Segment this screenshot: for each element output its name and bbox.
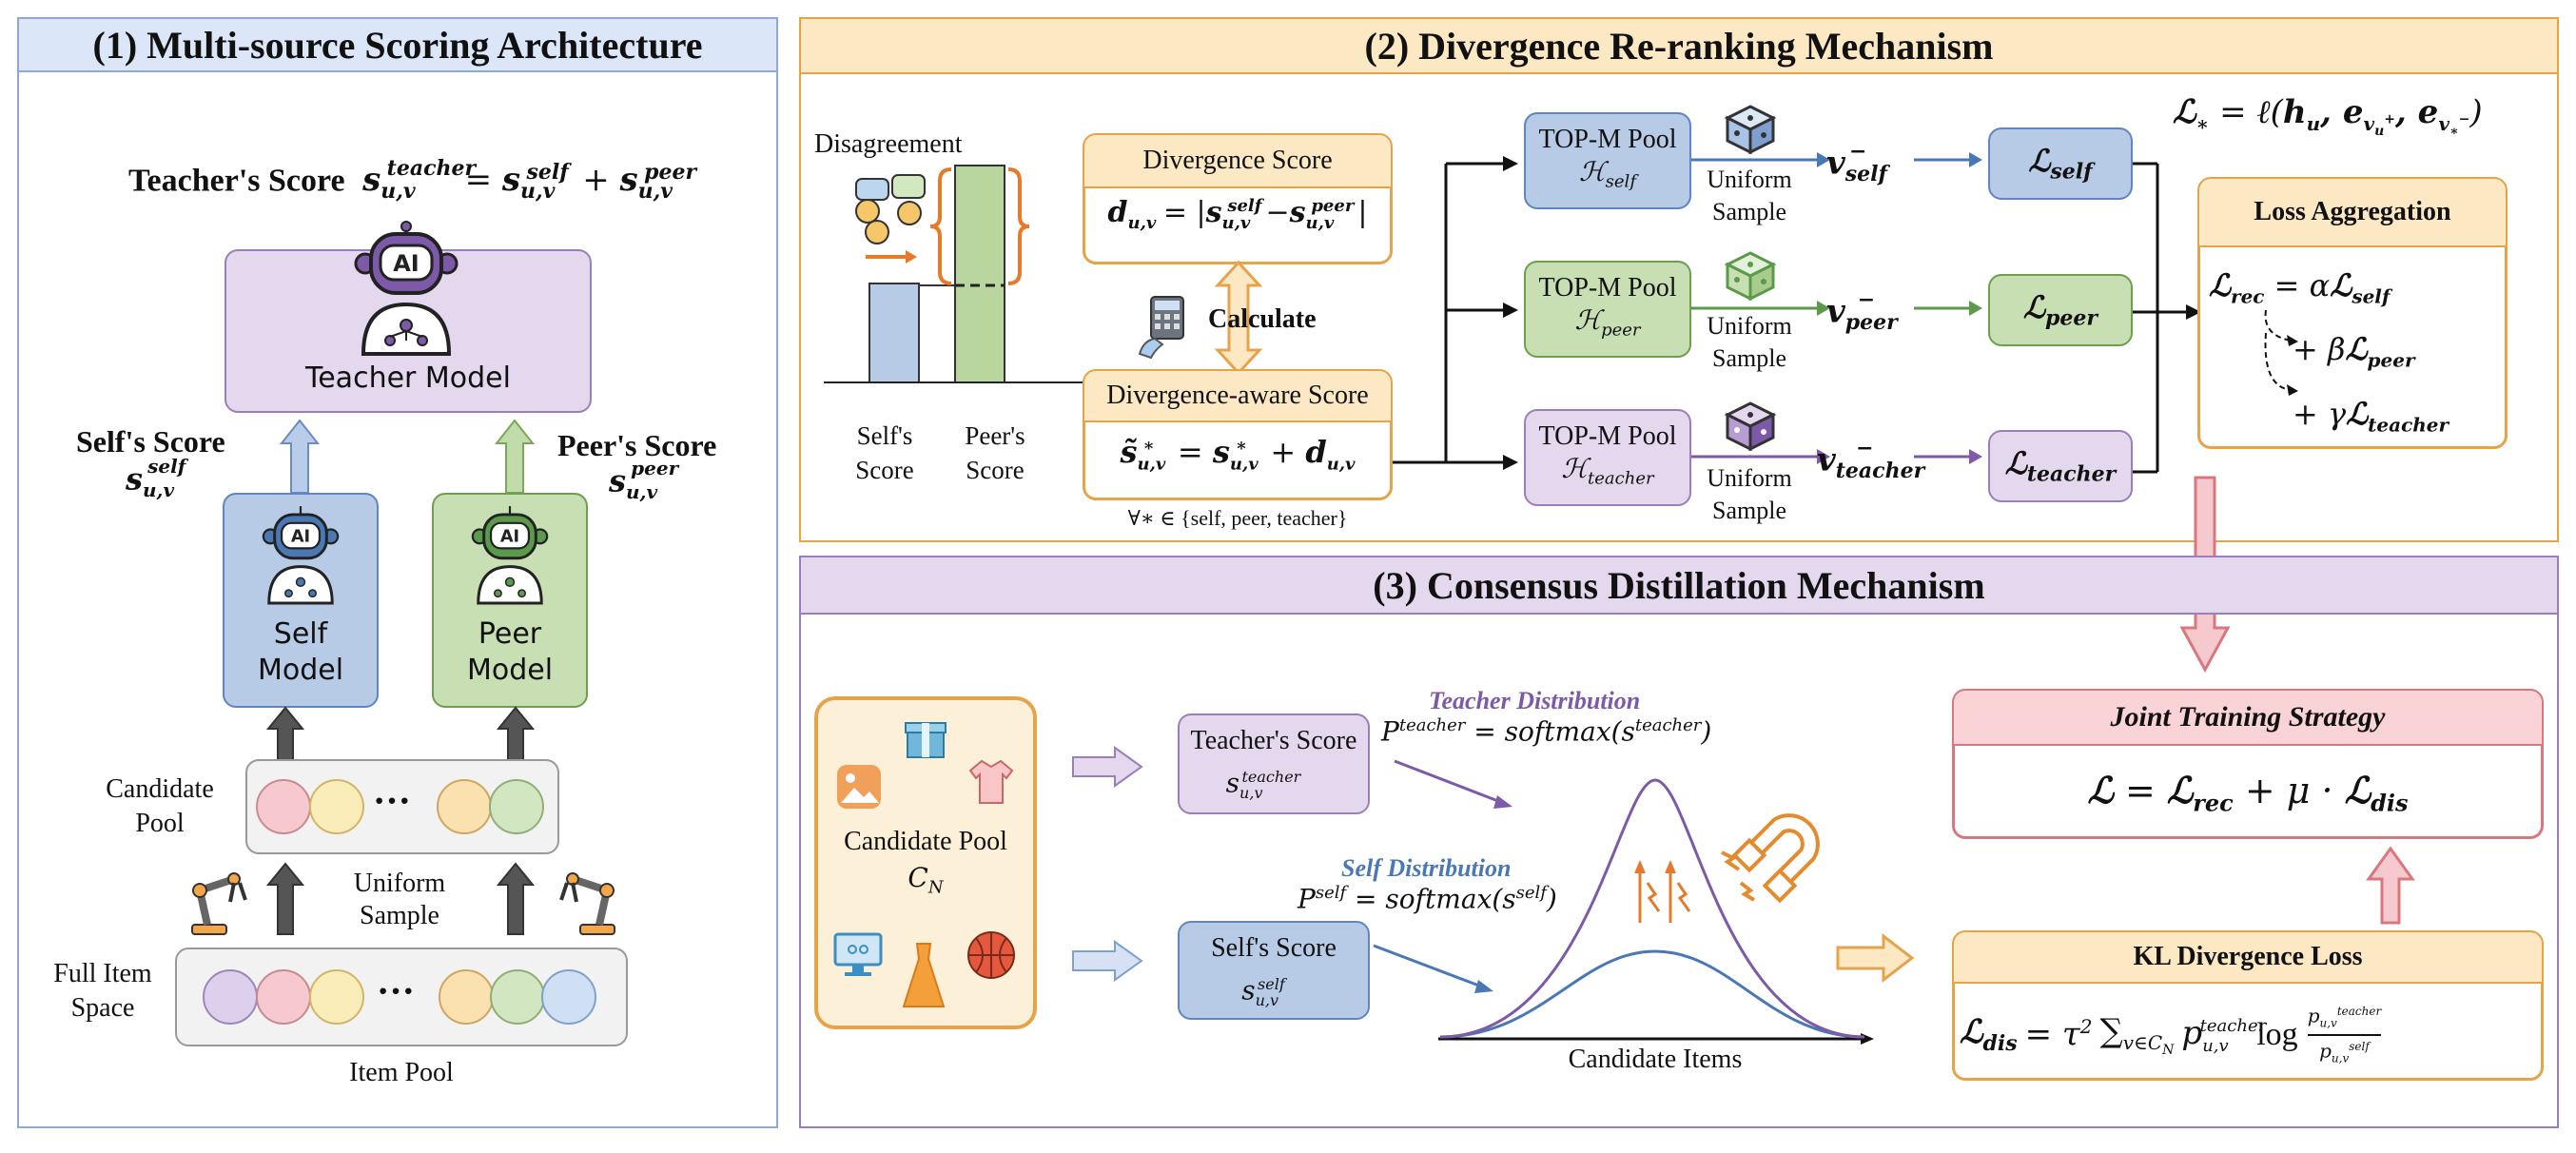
item-pool-label: Item Pool bbox=[349, 1058, 454, 1087]
teacher-score-label: Teacher's Score bbox=[128, 163, 345, 199]
monitor-icon bbox=[833, 932, 883, 976]
self-score-label: Self's Score bbox=[76, 424, 225, 459]
divergence-score-title: Divergence Score bbox=[1084, 135, 1391, 188]
loss-general-formula: ℒ∗ = ℓ(hu, evu+, ev∗−) bbox=[2173, 93, 2483, 139]
aggregation-dashed-arrows bbox=[2264, 309, 2298, 396]
basketball-icon bbox=[967, 931, 1015, 979]
selfs-score-bar-label: Self's Score bbox=[855, 421, 914, 484]
disagreement-chart bbox=[824, 165, 1084, 383]
loss-peer-box: ℒpeer bbox=[1988, 274, 2133, 346]
loss-self-box: ℒself bbox=[1988, 127, 2133, 200]
robot-arm-right-icon bbox=[559, 872, 615, 935]
sample-arrow-right bbox=[496, 862, 536, 935]
pool-peer-box: TOP-M Pool ℋpeer bbox=[1524, 261, 1691, 358]
forall-note: ∀∗ ∈ {self, peer, teacher} bbox=[1127, 506, 1348, 530]
dress-icon bbox=[902, 943, 946, 1007]
full-item-space-ellipsis: ··· bbox=[377, 969, 416, 1012]
calculate-label: Calculate bbox=[1208, 304, 1317, 334]
panel2-title: (2) Divergence Re-ranking Mechanism bbox=[801, 19, 2557, 74]
panel-consensus-distillation: (3) Consensus Distillation Mechanism bbox=[799, 556, 2559, 1128]
dice-teacher-icon bbox=[1724, 401, 1777, 452]
pool-to-self-score-arrow bbox=[1072, 940, 1143, 982]
distribution-to-kl-arrow bbox=[1836, 932, 1915, 984]
branch-arrows bbox=[1393, 156, 1518, 470]
panel1-title: (1) Multi-source Scoring Architecture bbox=[19, 19, 776, 72]
gift-box-icon bbox=[905, 722, 946, 758]
dice-self-icon bbox=[1724, 105, 1777, 155]
peer-to-teacher-arrow bbox=[494, 419, 536, 494]
disagreement-label: Disagreement bbox=[814, 129, 963, 159]
candidate-items-label: Candidate Items bbox=[1568, 1045, 1743, 1074]
panel-multi-source-scoring: (1) Multi-source Scoring Architecture bbox=[17, 17, 778, 1128]
pool-teacher-box: TOP-M Pool ℋteacher bbox=[1524, 409, 1691, 506]
self-distribution-formula: Pself = softmax(sself) bbox=[1298, 883, 1557, 915]
loss-teacher-box: ℒteacher bbox=[1988, 430, 2133, 502]
candidate-pool-cn-label: Candidate Pool CN bbox=[844, 827, 1007, 898]
distribution-plot bbox=[1373, 759, 1874, 1045]
kl-loss-formula: ℒdis = τ2 ∑v∈CN pu,vteacher log pu,vteac… bbox=[1960, 1004, 2382, 1065]
peer-robot-icon: AI bbox=[471, 506, 549, 605]
ai-badge: AI bbox=[393, 250, 420, 277]
self-score-box-content: Self's Score su,vself bbox=[1211, 933, 1337, 1009]
self-robot-icon: AI bbox=[262, 506, 340, 605]
loss-aggregation-title: Loss Aggregation bbox=[2199, 179, 2506, 247]
peer-model-label: Peer Model bbox=[466, 617, 554, 687]
teacher-score-box bbox=[1178, 713, 1370, 814]
neg-peer-symbol: vpeer− bbox=[1826, 287, 1898, 336]
peers-score-bar-label: Peer's Score bbox=[965, 421, 1025, 484]
svg-text:AI: AI bbox=[291, 528, 310, 547]
self-distribution-label: Self Distribution bbox=[1341, 854, 1512, 882]
teacher-score-box-content: Teacher's Score su,vteacher bbox=[1190, 726, 1357, 802]
full-item-space-items bbox=[203, 969, 596, 1025]
self-to-teacher-arrow bbox=[279, 419, 321, 494]
pool-to-teacher-arrow bbox=[1072, 746, 1143, 788]
candidate-pool-items bbox=[256, 779, 544, 834]
teacher-robot-icon: AI bbox=[354, 221, 459, 356]
robot-arm-left-icon bbox=[191, 872, 247, 935]
kl-to-joint-arrow bbox=[2366, 846, 2415, 925]
teacher-distribution-formula: Pteacher = softmax(steacher) bbox=[1381, 715, 1712, 748]
divergence-score-formula: du,v = |su,vself−su,vpeer| bbox=[1107, 196, 1368, 233]
kl-loss-title: KL Divergence Loss bbox=[1954, 932, 2542, 984]
dice-peer-icon bbox=[1724, 251, 1777, 302]
divergence-aware-formula: s̃u,v∗ = su,v∗ + du,v bbox=[1120, 434, 1356, 475]
joint-training-title: Joint Training Strategy bbox=[1954, 691, 2542, 746]
picture-icon bbox=[837, 765, 881, 809]
teacher-distribution-label: Teacher Distribution bbox=[1429, 687, 1641, 714]
pool-self-box: TOP-M Pool ℋself bbox=[1524, 112, 1691, 209]
sample-arrow-left bbox=[265, 862, 305, 935]
svg-text:AI: AI bbox=[500, 528, 519, 547]
panel-divergence-reranking: (2) Divergence Re-ranking Mechanism bbox=[799, 17, 2559, 542]
neg-self-symbol: vself− bbox=[1826, 139, 1887, 187]
candidate-pool-ellipsis: ··· bbox=[373, 779, 412, 822]
calculator-icon bbox=[1138, 296, 1184, 360]
pool-to-loss-arrows bbox=[1691, 152, 1982, 464]
joint-training-formula: ℒ = ℒrec + μ · ℒdis bbox=[2087, 769, 2409, 817]
peer-score-symbol: su,vpeer bbox=[609, 457, 679, 504]
uniform-sample-label: Uniform Sample bbox=[353, 869, 446, 930]
teacher-model-label: Teacher Model bbox=[305, 362, 511, 395]
teacher-score-formula: Teacher's Score su,vteacher = su,vself +… bbox=[128, 156, 697, 205]
candidate-pool-label: Candidate Pool bbox=[106, 774, 214, 838]
neg-teacher-symbol: vteacher− bbox=[1817, 436, 1925, 484]
self-score-symbol: su,vself bbox=[126, 455, 186, 502]
panel3-title: (3) Consensus Distillation Mechanism bbox=[801, 557, 2557, 615]
self-score-box bbox=[1178, 921, 1370, 1020]
magnet-icon bbox=[1721, 813, 1820, 904]
bars-to-aware-line bbox=[1084, 377, 1088, 384]
self-model-label: Self Model bbox=[257, 617, 344, 687]
full-item-space-label: Full Item Space bbox=[53, 959, 152, 1023]
peer-score-label: Peer's Score bbox=[557, 428, 717, 462]
shirt-icon bbox=[968, 759, 1014, 804]
loss-aggregation-formula: ℒrec = αℒself + βℒpeer + γℒteacher bbox=[2209, 267, 2449, 437]
loss-to-aggregation-arrows bbox=[2133, 162, 2201, 474]
divergence-aware-title: Divergence-aware Score bbox=[1084, 371, 1391, 422]
